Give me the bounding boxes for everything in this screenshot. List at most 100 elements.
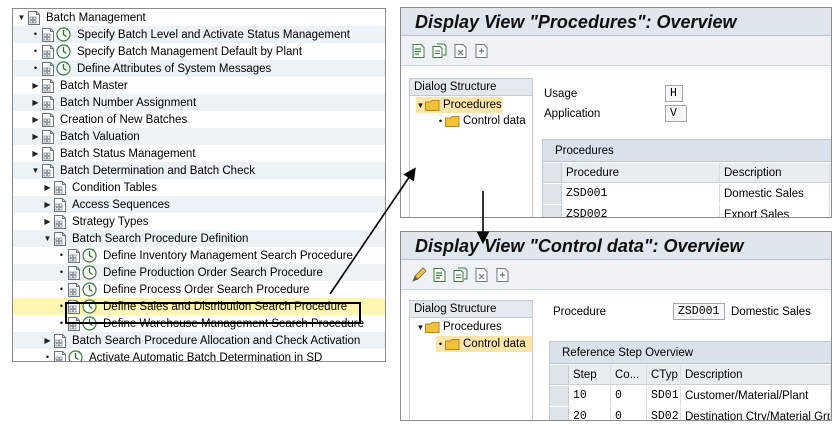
execute-activity-icon[interactable] xyxy=(82,265,97,280)
description-cell[interactable]: Export Sales xyxy=(720,205,830,217)
expand-icon[interactable]: ▶ xyxy=(32,132,39,141)
doc-icon xyxy=(42,129,54,144)
procedure-cell[interactable]: ZSD002 xyxy=(562,205,720,217)
tree-item[interactable]: ▶Strategy Types xyxy=(13,213,385,230)
select-all-column[interactable] xyxy=(550,365,569,384)
toolbar xyxy=(401,260,831,290)
expand-icon[interactable]: ▶ xyxy=(32,81,39,90)
step-cell[interactable]: 10 xyxy=(569,386,611,406)
transport-icon[interactable] xyxy=(474,43,490,59)
node-icon-group xyxy=(40,146,54,161)
expand-icon[interactable]: ▶ xyxy=(44,183,51,192)
expand-icon[interactable]: ▶ xyxy=(32,115,39,124)
tree-item[interactable]: •Define Process Order Search Procedure xyxy=(13,281,385,298)
bullet-icon: • xyxy=(438,115,443,126)
execute-activity-icon[interactable] xyxy=(68,350,83,362)
ctyp-cell[interactable]: SD02 xyxy=(647,407,681,420)
select-all-column[interactable] xyxy=(543,163,562,182)
tree-item[interactable]: ▶ Batch Number Assignment xyxy=(13,94,385,111)
dialog-item-label: Control data xyxy=(463,115,526,127)
usage-field[interactable]: H xyxy=(665,85,683,102)
tree-item[interactable]: ▶ Access Sequences xyxy=(13,196,385,213)
procedure-label: Procedure xyxy=(553,306,607,318)
toolbar xyxy=(401,36,831,66)
expand-icon[interactable]: ▼ xyxy=(416,322,425,332)
collapse-icon[interactable]: ▼ xyxy=(17,13,26,22)
bullet-icon: • xyxy=(59,250,64,260)
tree-item[interactable]: ▶Batch Valuation xyxy=(13,128,385,145)
tree-item-label: Access Sequences xyxy=(72,198,170,211)
description-cell[interactable]: Destination Ctry/Material Grp xyxy=(681,407,831,420)
tree-item[interactable]: •Define Inventory Management Search Proc… xyxy=(13,247,385,264)
tree-item[interactable]: •Specify Batch Level and Activate Status… xyxy=(13,26,385,43)
row-selector[interactable] xyxy=(543,205,562,217)
tree-item[interactable]: •Define Attributes of System Messages xyxy=(13,60,385,77)
row-selector[interactable] xyxy=(550,386,569,406)
tree-item-label: Batch Number Assignment xyxy=(60,96,197,109)
tree-item[interactable]: •Specify Batch Management Default by Pla… xyxy=(13,43,385,60)
counter-cell[interactable]: 0 xyxy=(611,386,647,406)
dialog-item-procedures[interactable]: ▼ Procedures xyxy=(416,97,502,113)
node-icon-group xyxy=(52,180,66,195)
expand-icon[interactable]: ▶ xyxy=(44,336,51,345)
doc-icon xyxy=(28,10,40,25)
tree-item[interactable]: ▶Batch Search Procedure Allocation and C… xyxy=(13,332,385,349)
table-header-row: Procedure Description xyxy=(543,163,831,183)
expand-icon[interactable]: ▶ xyxy=(32,149,39,158)
table-row[interactable]: 10 0 SD01 Customer/Material/Plant xyxy=(550,386,831,406)
collapse-icon[interactable]: ▼ xyxy=(43,234,52,243)
tree-item[interactable]: ▼Batch Search Procedure Definition xyxy=(13,230,385,247)
execute-activity-icon[interactable] xyxy=(56,44,71,59)
procedure-cell[interactable]: ZSD001 xyxy=(562,184,720,204)
dialog-item-control-data[interactable]: • Control data xyxy=(436,336,532,352)
ctyp-cell[interactable]: SD01 xyxy=(647,386,681,406)
change-icon[interactable] xyxy=(411,266,427,283)
row-selector[interactable] xyxy=(543,184,562,204)
tree-item[interactable]: ▶Batch Status Management xyxy=(13,145,385,162)
application-field[interactable]: V xyxy=(665,105,687,122)
procedure-field[interactable]: ZSD001 xyxy=(673,303,725,320)
tree-item[interactable]: ▶Creation of New Batches xyxy=(13,111,385,128)
column-header-step[interactable]: Step xyxy=(569,365,611,384)
collapse-icon[interactable]: ▼ xyxy=(31,166,40,175)
table-row[interactable]: 20 0 SD02 Destination Ctry/Material Grp xyxy=(550,407,831,420)
window-title: Display View "Procedures": Overview xyxy=(401,8,831,36)
column-header-description[interactable]: Description xyxy=(681,365,831,384)
table-row[interactable]: ZSD001 Domestic Sales xyxy=(543,184,831,204)
execute-activity-icon[interactable] xyxy=(82,282,97,297)
display-icon[interactable] xyxy=(432,267,448,283)
tree-item[interactable]: ▼Batch Determination and Batch Check xyxy=(13,162,385,179)
counter-cell[interactable]: 0 xyxy=(611,407,647,420)
display-icon[interactable] xyxy=(411,43,427,59)
row-selector[interactable] xyxy=(550,407,569,420)
execute-activity-icon[interactable] xyxy=(82,248,97,263)
execute-activity-icon[interactable] xyxy=(56,61,71,76)
expand-icon[interactable]: ▶ xyxy=(44,200,51,209)
description-cell[interactable]: Customer/Material/Plant xyxy=(681,386,831,406)
column-header-counter[interactable]: Co... xyxy=(611,365,647,384)
delete-icon[interactable] xyxy=(453,43,469,59)
bullet-icon: • xyxy=(33,46,38,56)
copy-icon[interactable] xyxy=(432,43,448,59)
copy-icon[interactable] xyxy=(453,267,469,283)
tree-item[interactable]: ▶Condition Tables xyxy=(13,179,385,196)
expand-icon[interactable]: ▼ xyxy=(416,100,425,110)
description-cell[interactable]: Domestic Sales xyxy=(720,184,830,204)
dialog-item-control-data[interactable]: • Control data xyxy=(436,113,526,129)
column-header-ctyp[interactable]: CTyp xyxy=(647,365,681,384)
delete-icon[interactable] xyxy=(474,267,490,283)
transport-icon[interactable] xyxy=(495,267,511,283)
step-cell[interactable]: 20 xyxy=(569,407,611,420)
expand-icon[interactable]: ▶ xyxy=(32,98,39,107)
column-header-description[interactable]: Description xyxy=(720,163,830,182)
table-row[interactable]: ZSD002 Export Sales xyxy=(543,205,831,217)
tree-item[interactable]: ▶Batch Master xyxy=(13,77,385,94)
tree-item[interactable]: •Define Production Order Search Procedur… xyxy=(13,264,385,281)
dialog-item-procedures[interactable]: ▼ Procedures xyxy=(416,319,502,335)
tree-item[interactable]: ▼Batch Management xyxy=(13,9,385,26)
activity-icon-group xyxy=(66,248,97,263)
column-header-procedure[interactable]: Procedure xyxy=(562,163,720,182)
execute-activity-icon[interactable] xyxy=(56,27,71,42)
expand-icon[interactable]: ▶ xyxy=(44,217,51,226)
tree-item[interactable]: •Activate Automatic Batch Determination … xyxy=(13,349,385,362)
